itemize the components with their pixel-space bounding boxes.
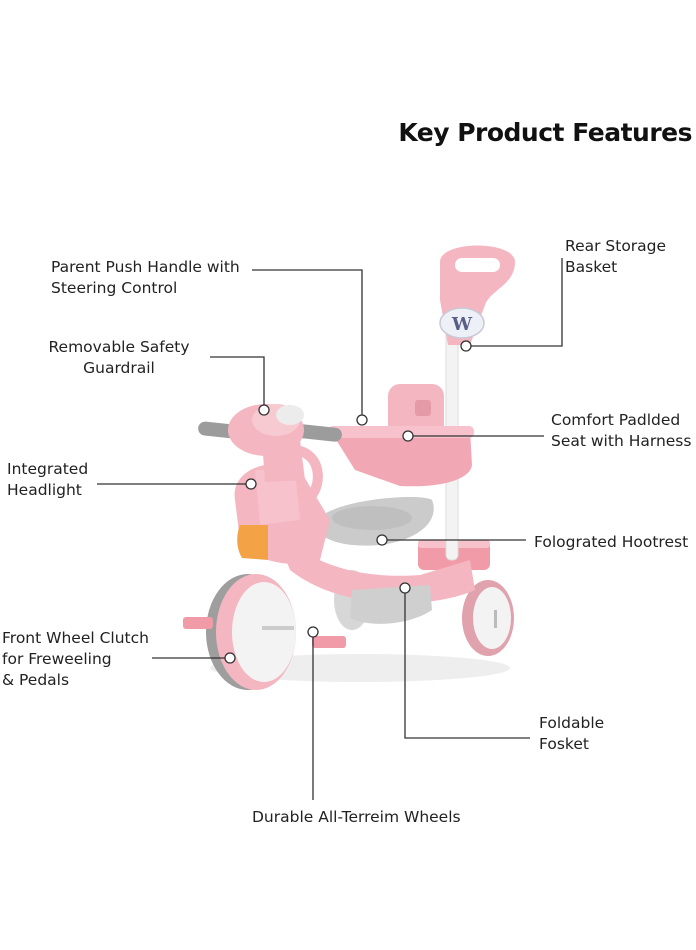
label-line: Guardrail [83, 359, 155, 377]
label-headlight: Integrated Headlight [7, 459, 88, 501]
pedal-right [312, 636, 346, 648]
label-line: Comfort Padlded [551, 411, 681, 429]
label-line: Headlight [7, 481, 82, 499]
front-wheel [206, 574, 296, 690]
label-wheels: Durable All-Terreim Wheels [252, 807, 461, 828]
front-body [234, 464, 330, 564]
top-background-band [0, 0, 696, 120]
footrest-plate [350, 585, 432, 624]
label-line: Foldable [539, 714, 605, 732]
front-fender [291, 445, 323, 510]
label-line: & Pedals [2, 671, 70, 689]
label-seat: Comfort Padlded Seat with Harness [551, 410, 691, 452]
push-handle: W [439, 245, 515, 345]
brand-logo-letter: W [451, 314, 473, 335]
label-line: Integrated [7, 460, 89, 478]
main-frame [270, 520, 475, 604]
page-title: Key Product Features [398, 118, 692, 147]
label-footrest: Folograted Hootrest [534, 532, 688, 553]
callout-dots [224, 340, 472, 664]
handlebar [198, 404, 342, 456]
callout-lines [97, 258, 563, 800]
label-line: Parent Push Handle with [51, 258, 240, 276]
label-line: Steering Control [51, 279, 178, 297]
label-line: Basket [565, 258, 618, 276]
label-line: Fosket [539, 735, 589, 753]
label-line: Seat with Harness [551, 432, 692, 450]
seat [315, 497, 434, 546]
label-push-handle: Parent Push Handle with Steering Control [51, 257, 240, 299]
label-line: Durable All-Terreim Wheels [252, 808, 461, 826]
label-line: Rear Storage [565, 237, 667, 255]
label-foldable-footrest: Foldable Fosket [539, 713, 604, 755]
brand-logo-badge [439, 307, 485, 339]
label-line: Removable Safety [48, 338, 190, 356]
rear-wheel-right [462, 580, 514, 656]
seat-and-guardrail [328, 384, 474, 487]
pedal-left [183, 617, 213, 629]
label-line: Folograted Hootrest [534, 533, 689, 551]
label-line: Front Wheel Clutch [2, 629, 149, 647]
headlight [237, 525, 268, 560]
label-line: for Freweeling [2, 650, 112, 668]
label-guardrail: Removable Safety Guardrail [48, 337, 190, 379]
label-front-wheel: Front Wheel Clutch for Freweeling & Peda… [2, 628, 149, 691]
label-rear-basket: Rear Storage Basket [565, 236, 666, 278]
